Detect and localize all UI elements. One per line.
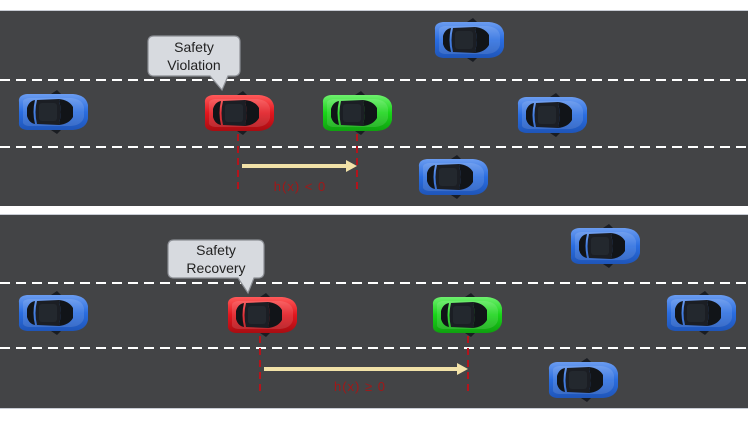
callout-line-1: Safety [196, 242, 236, 258]
distance-label: h(x) ≥ 0 [334, 379, 386, 394]
callout-bubble [147, 35, 241, 92]
panel-violation: Safety Violation h(x) < 0 [0, 10, 748, 206]
panel-recovery: Safety Recovery h(x) ≥ 0 [0, 214, 748, 408]
car-topdown-icon [548, 358, 618, 402]
car-topdown-icon [434, 18, 504, 62]
callout-recovery: Safety Recovery [167, 239, 265, 295]
car-topdown-icon [517, 93, 587, 137]
arrow-head-icon [457, 363, 468, 375]
ego-car-icon [204, 91, 274, 135]
distance-label: h(x) < 0 [274, 179, 326, 194]
callout-bubble [167, 239, 265, 295]
callout-violation: Safety Violation [147, 35, 241, 92]
callout-line-1: Safety [174, 39, 214, 55]
car-topdown-icon [18, 291, 88, 335]
lead-car-icon [432, 293, 502, 337]
car-topdown-icon [666, 291, 736, 335]
car-topdown-icon [418, 155, 488, 199]
car-topdown-icon [18, 90, 88, 134]
callout-line-2: Violation [167, 57, 220, 73]
ego-car-icon [227, 293, 297, 337]
lead-car-icon [322, 91, 392, 135]
callout-line-2: Recovery [186, 260, 245, 276]
arrow-head-icon [346, 160, 357, 172]
car-topdown-icon [570, 224, 640, 268]
